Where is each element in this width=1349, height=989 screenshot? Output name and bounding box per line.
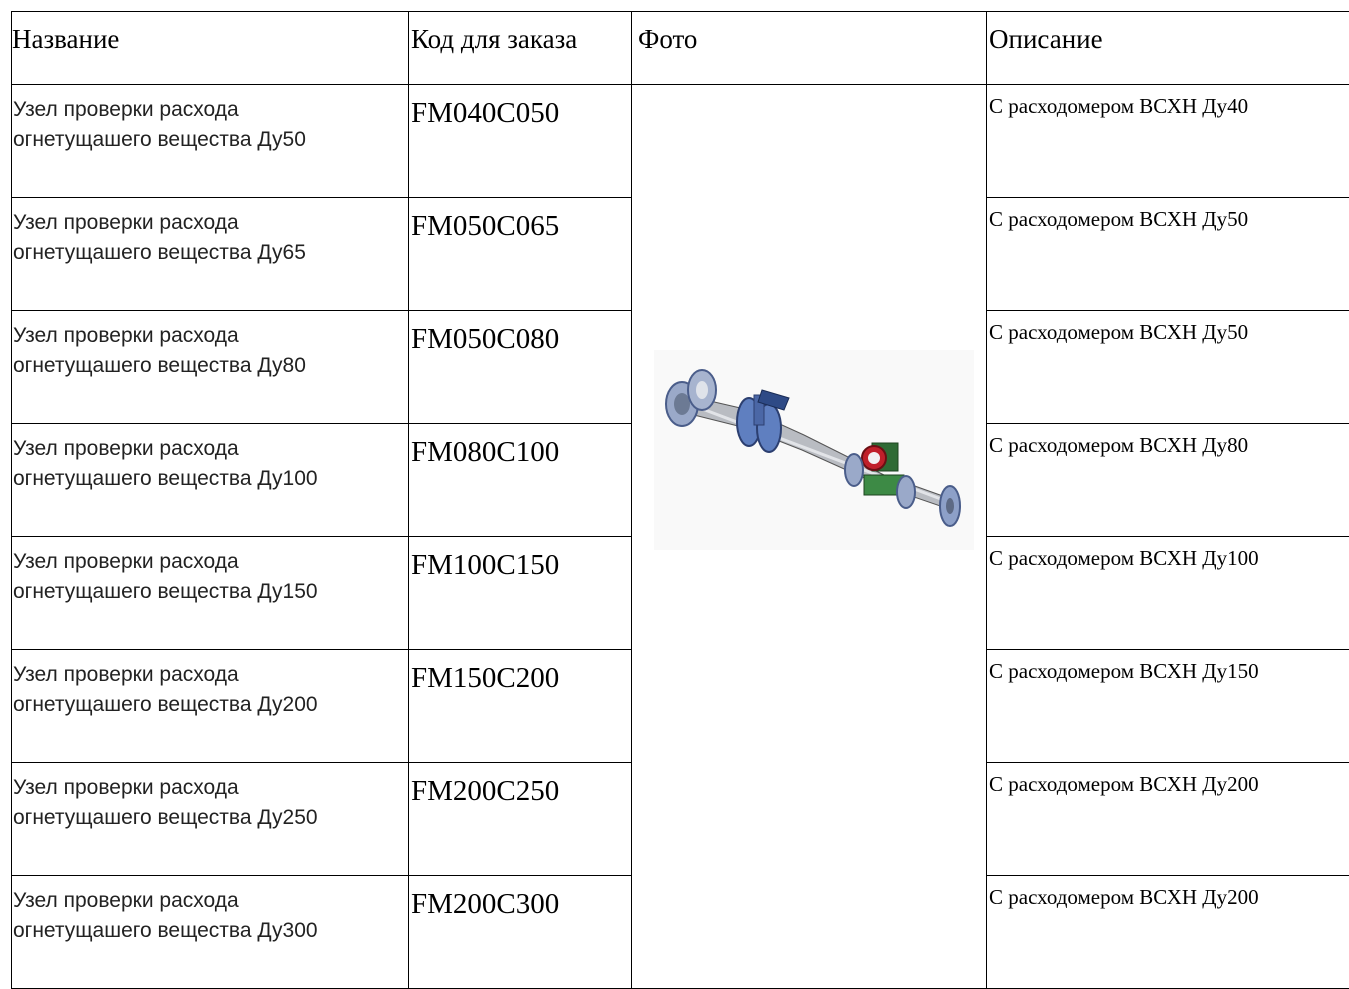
product-table: Название Код для заказа Фото Описание Уз… [11, 11, 1349, 989]
description: С расходомером ВСХН Ду50 [987, 198, 1349, 311]
description: С расходомером ВСХН Ду40 [987, 85, 1349, 198]
header-name: Название [12, 12, 409, 85]
description: С расходомером ВСХН Ду150 [987, 650, 1349, 763]
description: С расходомером ВСХН Ду200 [987, 763, 1349, 876]
description: С расходомером ВСХН Ду80 [987, 424, 1349, 537]
description: С расходомером ВСХН Ду100 [987, 537, 1349, 650]
cropped-caption-line [0, 0, 1349, 6]
order-code: FM200C250 [409, 763, 632, 876]
product-photo-cell [632, 85, 987, 989]
header-description: Описание [987, 12, 1349, 85]
description: С расходомером ВСХН Ду200 [987, 876, 1349, 989]
order-code: FM200C300 [409, 876, 632, 989]
order-code: FM050C080 [409, 311, 632, 424]
order-code: FM100C150 [409, 537, 632, 650]
order-code: FM040C050 [409, 85, 632, 198]
header-photo: Фото [632, 12, 987, 85]
header-code: Код для заказа [409, 12, 632, 85]
description: С расходомером ВСХН Ду50 [987, 311, 1349, 424]
header-row: Название Код для заказа Фото Описание [12, 12, 1349, 85]
order-code: FM050C065 [409, 198, 632, 311]
flow-meter-assembly-icon [654, 350, 974, 550]
order-code: FM080C100 [409, 424, 632, 537]
order-code: FM150C200 [409, 650, 632, 763]
